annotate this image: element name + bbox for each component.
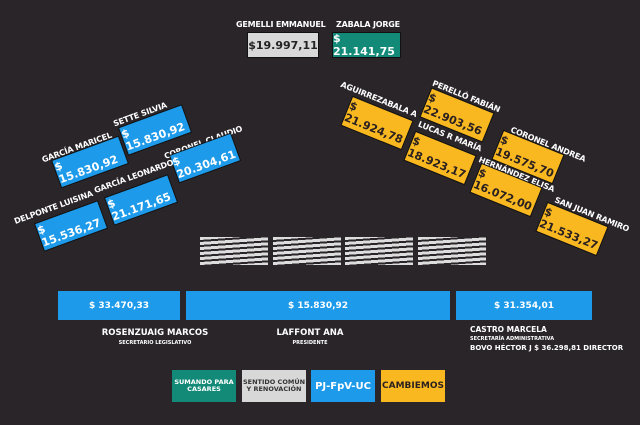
- top-name-gemelli: GEMELLI EMMANUEL: [236, 20, 326, 29]
- seat-block: [200, 237, 268, 265]
- name-laffont: LAFFONT ANA PRESIDENTE: [255, 328, 365, 346]
- top-name-zabala: ZABALA JORGE: [336, 20, 400, 29]
- salary-castro: $ 31.354,01: [456, 291, 592, 320]
- name-rosenzuaig: ROSENZUAIG MARCOS SECRETARIO LEGISLATIVO: [100, 328, 210, 346]
- seat-block: [273, 237, 341, 265]
- role-text: SECRETARIO LEGISLATIVO: [118, 340, 192, 346]
- name-text: CASTRO MARCELA: [470, 325, 547, 334]
- name-text: LAFFONT ANA: [276, 328, 344, 338]
- legend-sumando: SUMANDO PARA CASARES: [172, 370, 236, 402]
- role-text: SECRETARÍA ADMINISTRATIVA: [470, 336, 555, 342]
- salary-laffont: $ 15.830,92: [186, 291, 450, 320]
- salary-gemelli: $19.997,11: [248, 33, 318, 57]
- legend-pj-fpv-uc: PJ-FpV-UC: [311, 370, 375, 402]
- name-text: ROSENZUAIG MARCOS: [101, 328, 209, 338]
- seat-block: [345, 237, 413, 265]
- salary-zabala: $ 21.141,75: [333, 32, 400, 58]
- seat-block: [418, 237, 486, 265]
- legend-sentido-comun: SENTIDO COMÚN Y RENOVACIÓN: [242, 370, 306, 402]
- role-text: PRESIDENTE: [292, 340, 328, 346]
- bovo-text: BOVO HÉCTOR J $ 36.298,81 DIRECTOR: [470, 344, 624, 352]
- name-castro: CASTRO MARCELA SECRETARÍA ADMINISTRATIVA B…: [470, 325, 623, 352]
- legend-cambiemos: CAMBIEMOS: [381, 370, 445, 402]
- salary-rosenzuaig: $ 33.470,33: [58, 291, 180, 320]
